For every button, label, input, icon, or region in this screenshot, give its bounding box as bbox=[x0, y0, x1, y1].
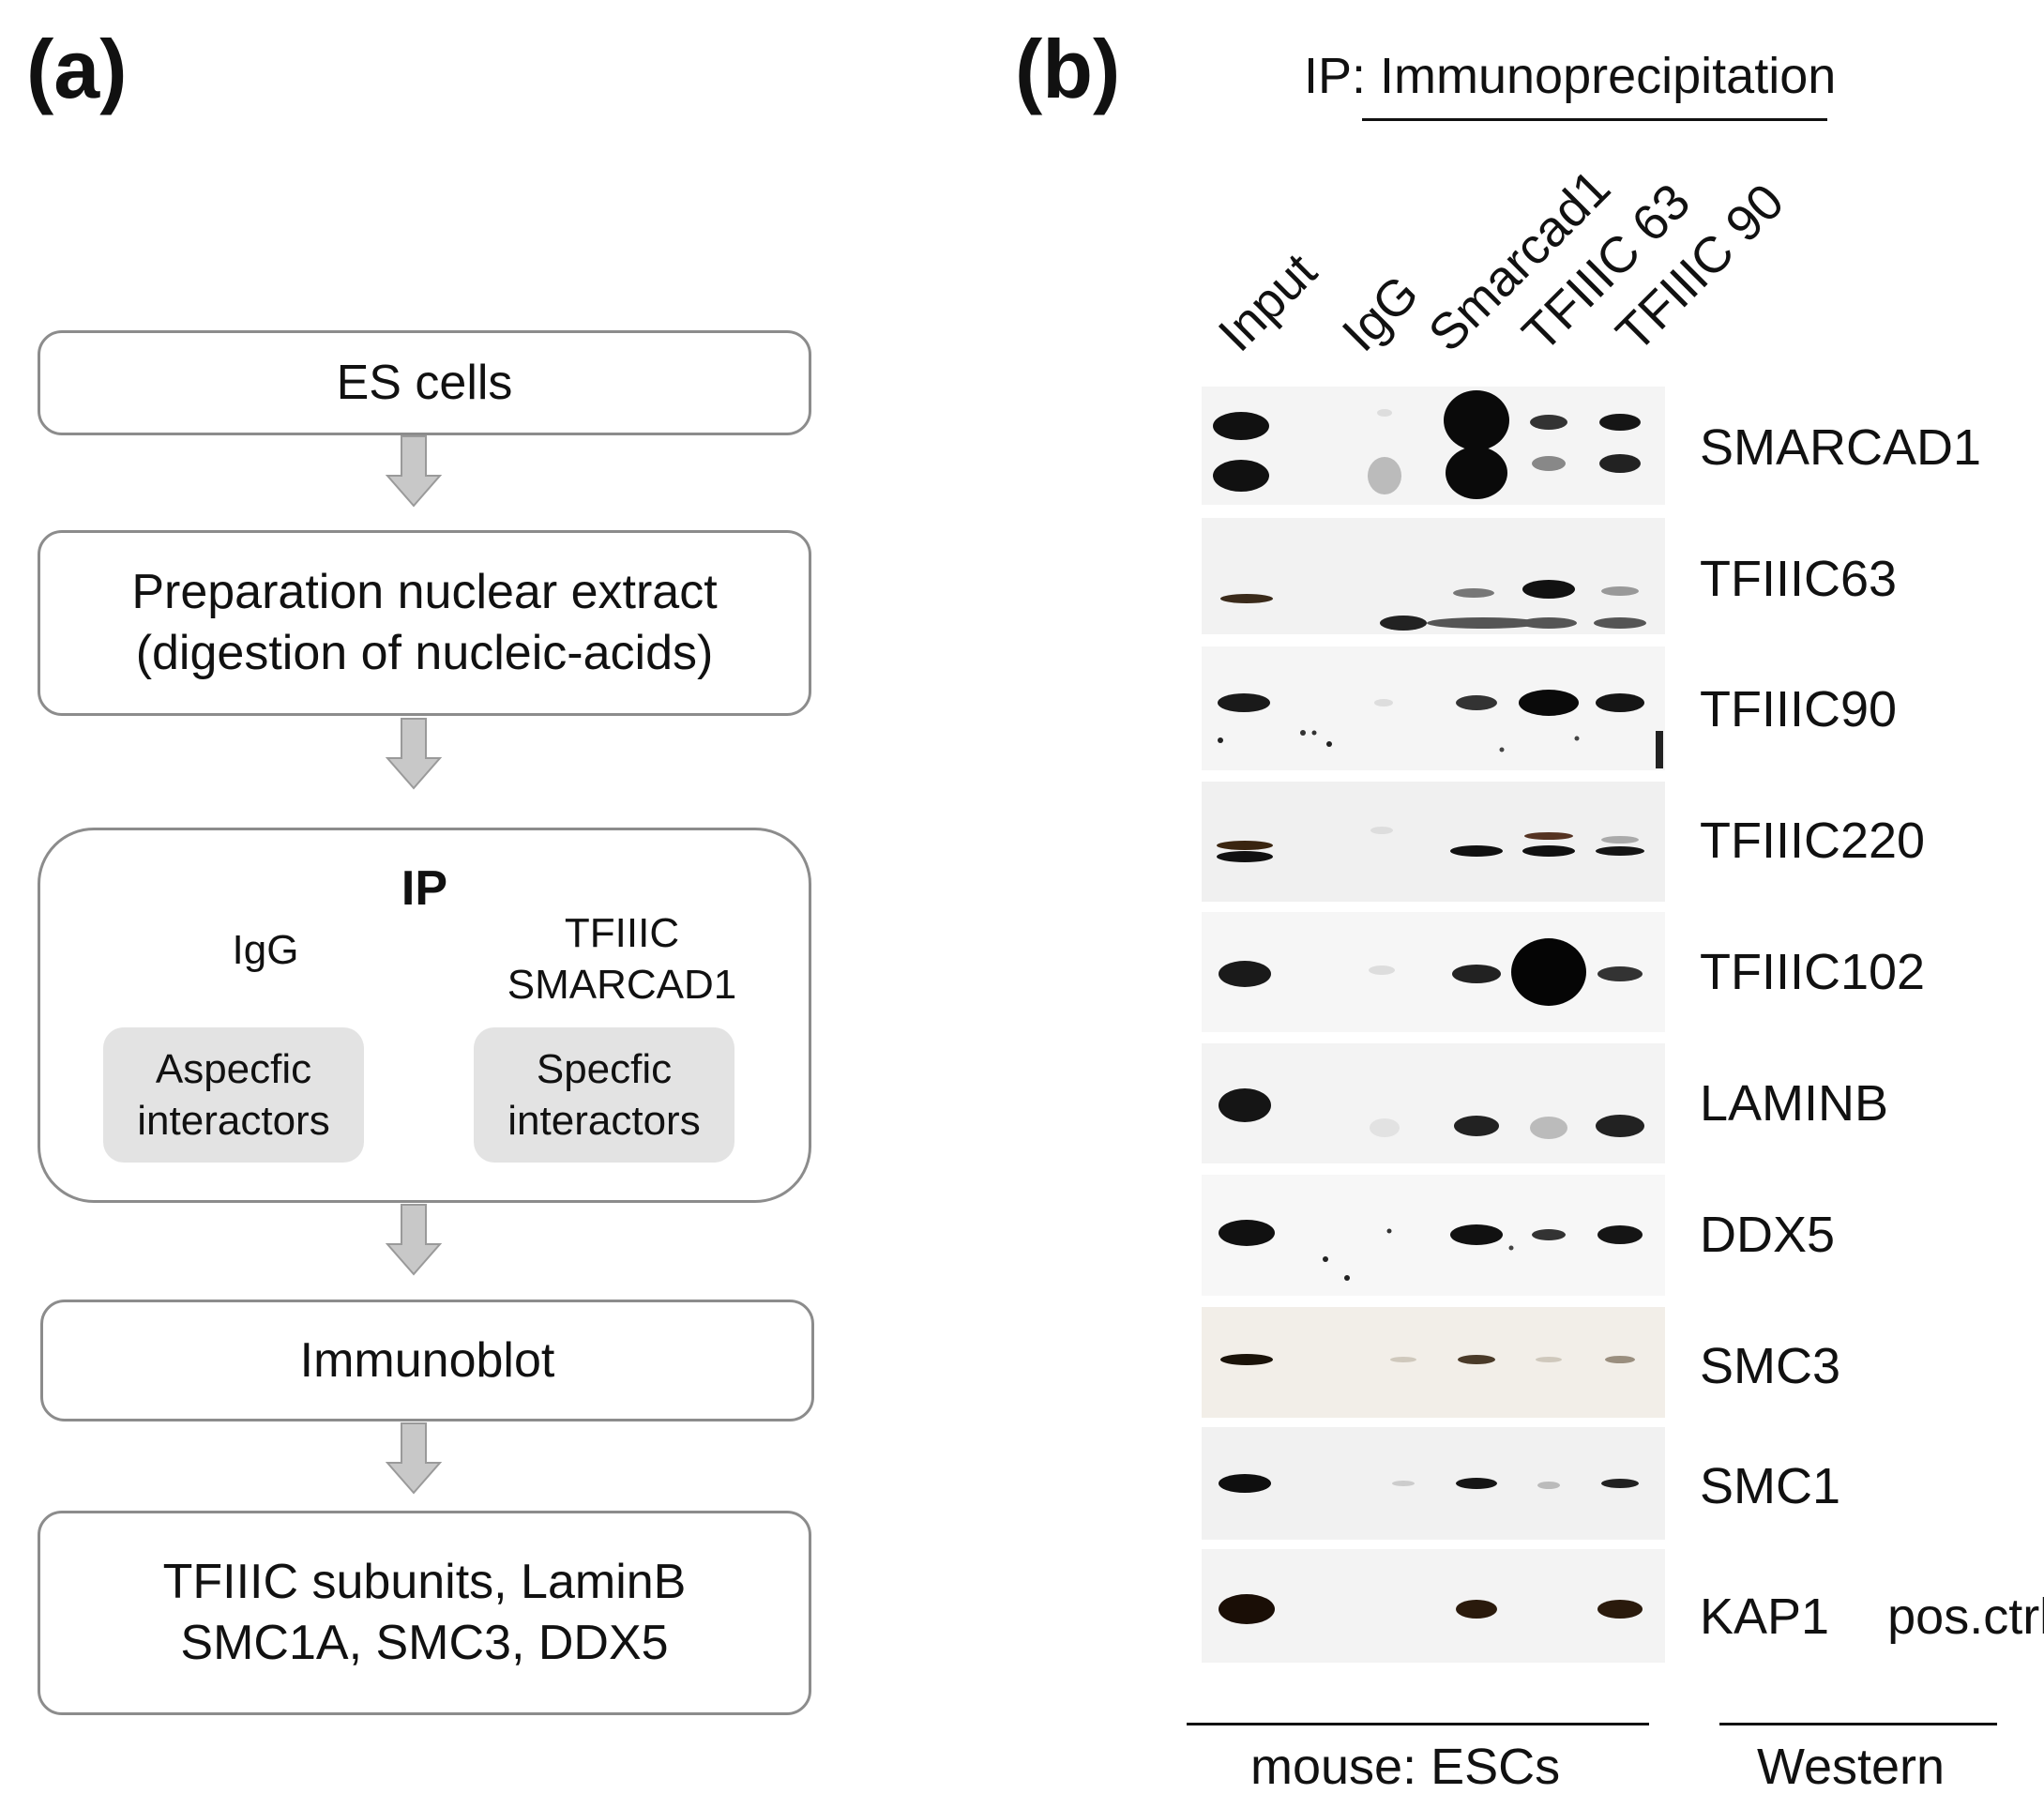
blot-strip-kap1 bbox=[1202, 1549, 1665, 1663]
ip-header-underline bbox=[1362, 118, 1827, 121]
row-label-tfiiic63: TFIIIC63 bbox=[1700, 551, 1898, 607]
row-label-smc3: SMC3 bbox=[1700, 1338, 1841, 1394]
row-label-tfiiic220: TFIIIC220 bbox=[1700, 813, 1926, 869]
blot-strip-smarcad1 bbox=[1202, 387, 1665, 505]
ip-targets-line2: SMARCAD1 bbox=[507, 962, 737, 1008]
row-label-kap1-text: KAP1 bbox=[1700, 1589, 1830, 1645]
specific-interactors-box: Specfic interactors bbox=[474, 1027, 734, 1163]
ip-targets-label: TFIIIC SMARCAD1 bbox=[481, 907, 763, 1011]
blot-strip-tfiiic63 bbox=[1202, 518, 1665, 634]
ip-header: IP: Immunoprecipitation bbox=[1304, 48, 1837, 104]
footer-line-western bbox=[1719, 1723, 1997, 1725]
row-label-tfiiic102: TFIIIC102 bbox=[1700, 944, 1926, 1000]
ip-targets-line1: TFIIIC bbox=[564, 910, 680, 956]
step-readout-line1: TFIIIC subunits, LaminB bbox=[162, 1555, 687, 1609]
row-label-laminb: LAMINB bbox=[1700, 1075, 1889, 1132]
row-label-tfiiic90: TFIIIC90 bbox=[1700, 681, 1898, 737]
footer-mouse-escs: mouse: ESCs bbox=[1250, 1739, 1561, 1795]
flow-arrow-4 bbox=[386, 1421, 442, 1495]
footer-line-mouse bbox=[1187, 1723, 1649, 1725]
blot-strip-ddx5 bbox=[1202, 1175, 1665, 1296]
aspecific-line1: Aspecfic bbox=[155, 1046, 312, 1092]
blot-strip-tfiiic102 bbox=[1202, 912, 1665, 1032]
row-label-ddx5: DDX5 bbox=[1700, 1207, 1836, 1263]
aspecific-interactors-box: Aspecfic interactors bbox=[103, 1027, 364, 1163]
step-readout: TFIIIC subunits, LaminB SMC1A, SMC3, DDX… bbox=[38, 1511, 811, 1715]
blot-strip-smc3 bbox=[1202, 1307, 1665, 1418]
ip-igg-label: IgG bbox=[232, 927, 299, 973]
step-ip: IP IgG TFIIIC SMARCAD1 Aspecfic interact… bbox=[38, 828, 811, 1203]
lane-label-igg: IgG bbox=[1331, 265, 1430, 363]
row-label-smarcad1: SMARCAD1 bbox=[1700, 419, 1982, 476]
specific-line1: Specfic bbox=[536, 1046, 673, 1092]
flow-arrow-3 bbox=[386, 1203, 442, 1276]
panel-a-label: (a) bbox=[26, 23, 128, 115]
step-readout-line2: SMC1A, SMC3, DDX5 bbox=[180, 1616, 669, 1670]
step-nuclear-extract-line1: Preparation nuclear extract bbox=[131, 565, 718, 619]
step-immunoblot: Immunoblot bbox=[40, 1300, 814, 1421]
aspecific-line2: interactors bbox=[137, 1098, 330, 1144]
row-label-smc1: SMC1 bbox=[1700, 1458, 1841, 1514]
blot-strip-laminb bbox=[1202, 1043, 1665, 1163]
panel-b-label: (b) bbox=[1015, 23, 1121, 115]
pos-ctrl-note: pos.ctrl bbox=[1887, 1589, 2044, 1645]
lane-label-input: Input bbox=[1207, 242, 1328, 363]
footer-western: Western bbox=[1757, 1739, 1946, 1795]
step-immunoblot-text: Immunoblot bbox=[299, 1332, 555, 1388]
step-es-cells-text: ES cells bbox=[336, 355, 513, 410]
step-nuclear-extract-line2: (digestion of nucleic-acids) bbox=[135, 626, 714, 680]
specific-line2: interactors bbox=[507, 1098, 701, 1144]
step-nuclear-extract: Preparation nuclear extract (digestion o… bbox=[38, 530, 811, 716]
blot-strip-tfiiic90 bbox=[1202, 646, 1665, 770]
blot-strip-tfiiic220 bbox=[1202, 782, 1665, 902]
flow-arrow-1 bbox=[386, 434, 442, 508]
step-es-cells: ES cells bbox=[38, 330, 811, 435]
flow-arrow-2 bbox=[386, 717, 442, 790]
row-label-kap1: KAP1 pos.ctrl bbox=[1700, 1588, 2044, 1646]
ip-title: IP bbox=[401, 861, 448, 916]
blot-strip-smc1 bbox=[1202, 1427, 1665, 1540]
